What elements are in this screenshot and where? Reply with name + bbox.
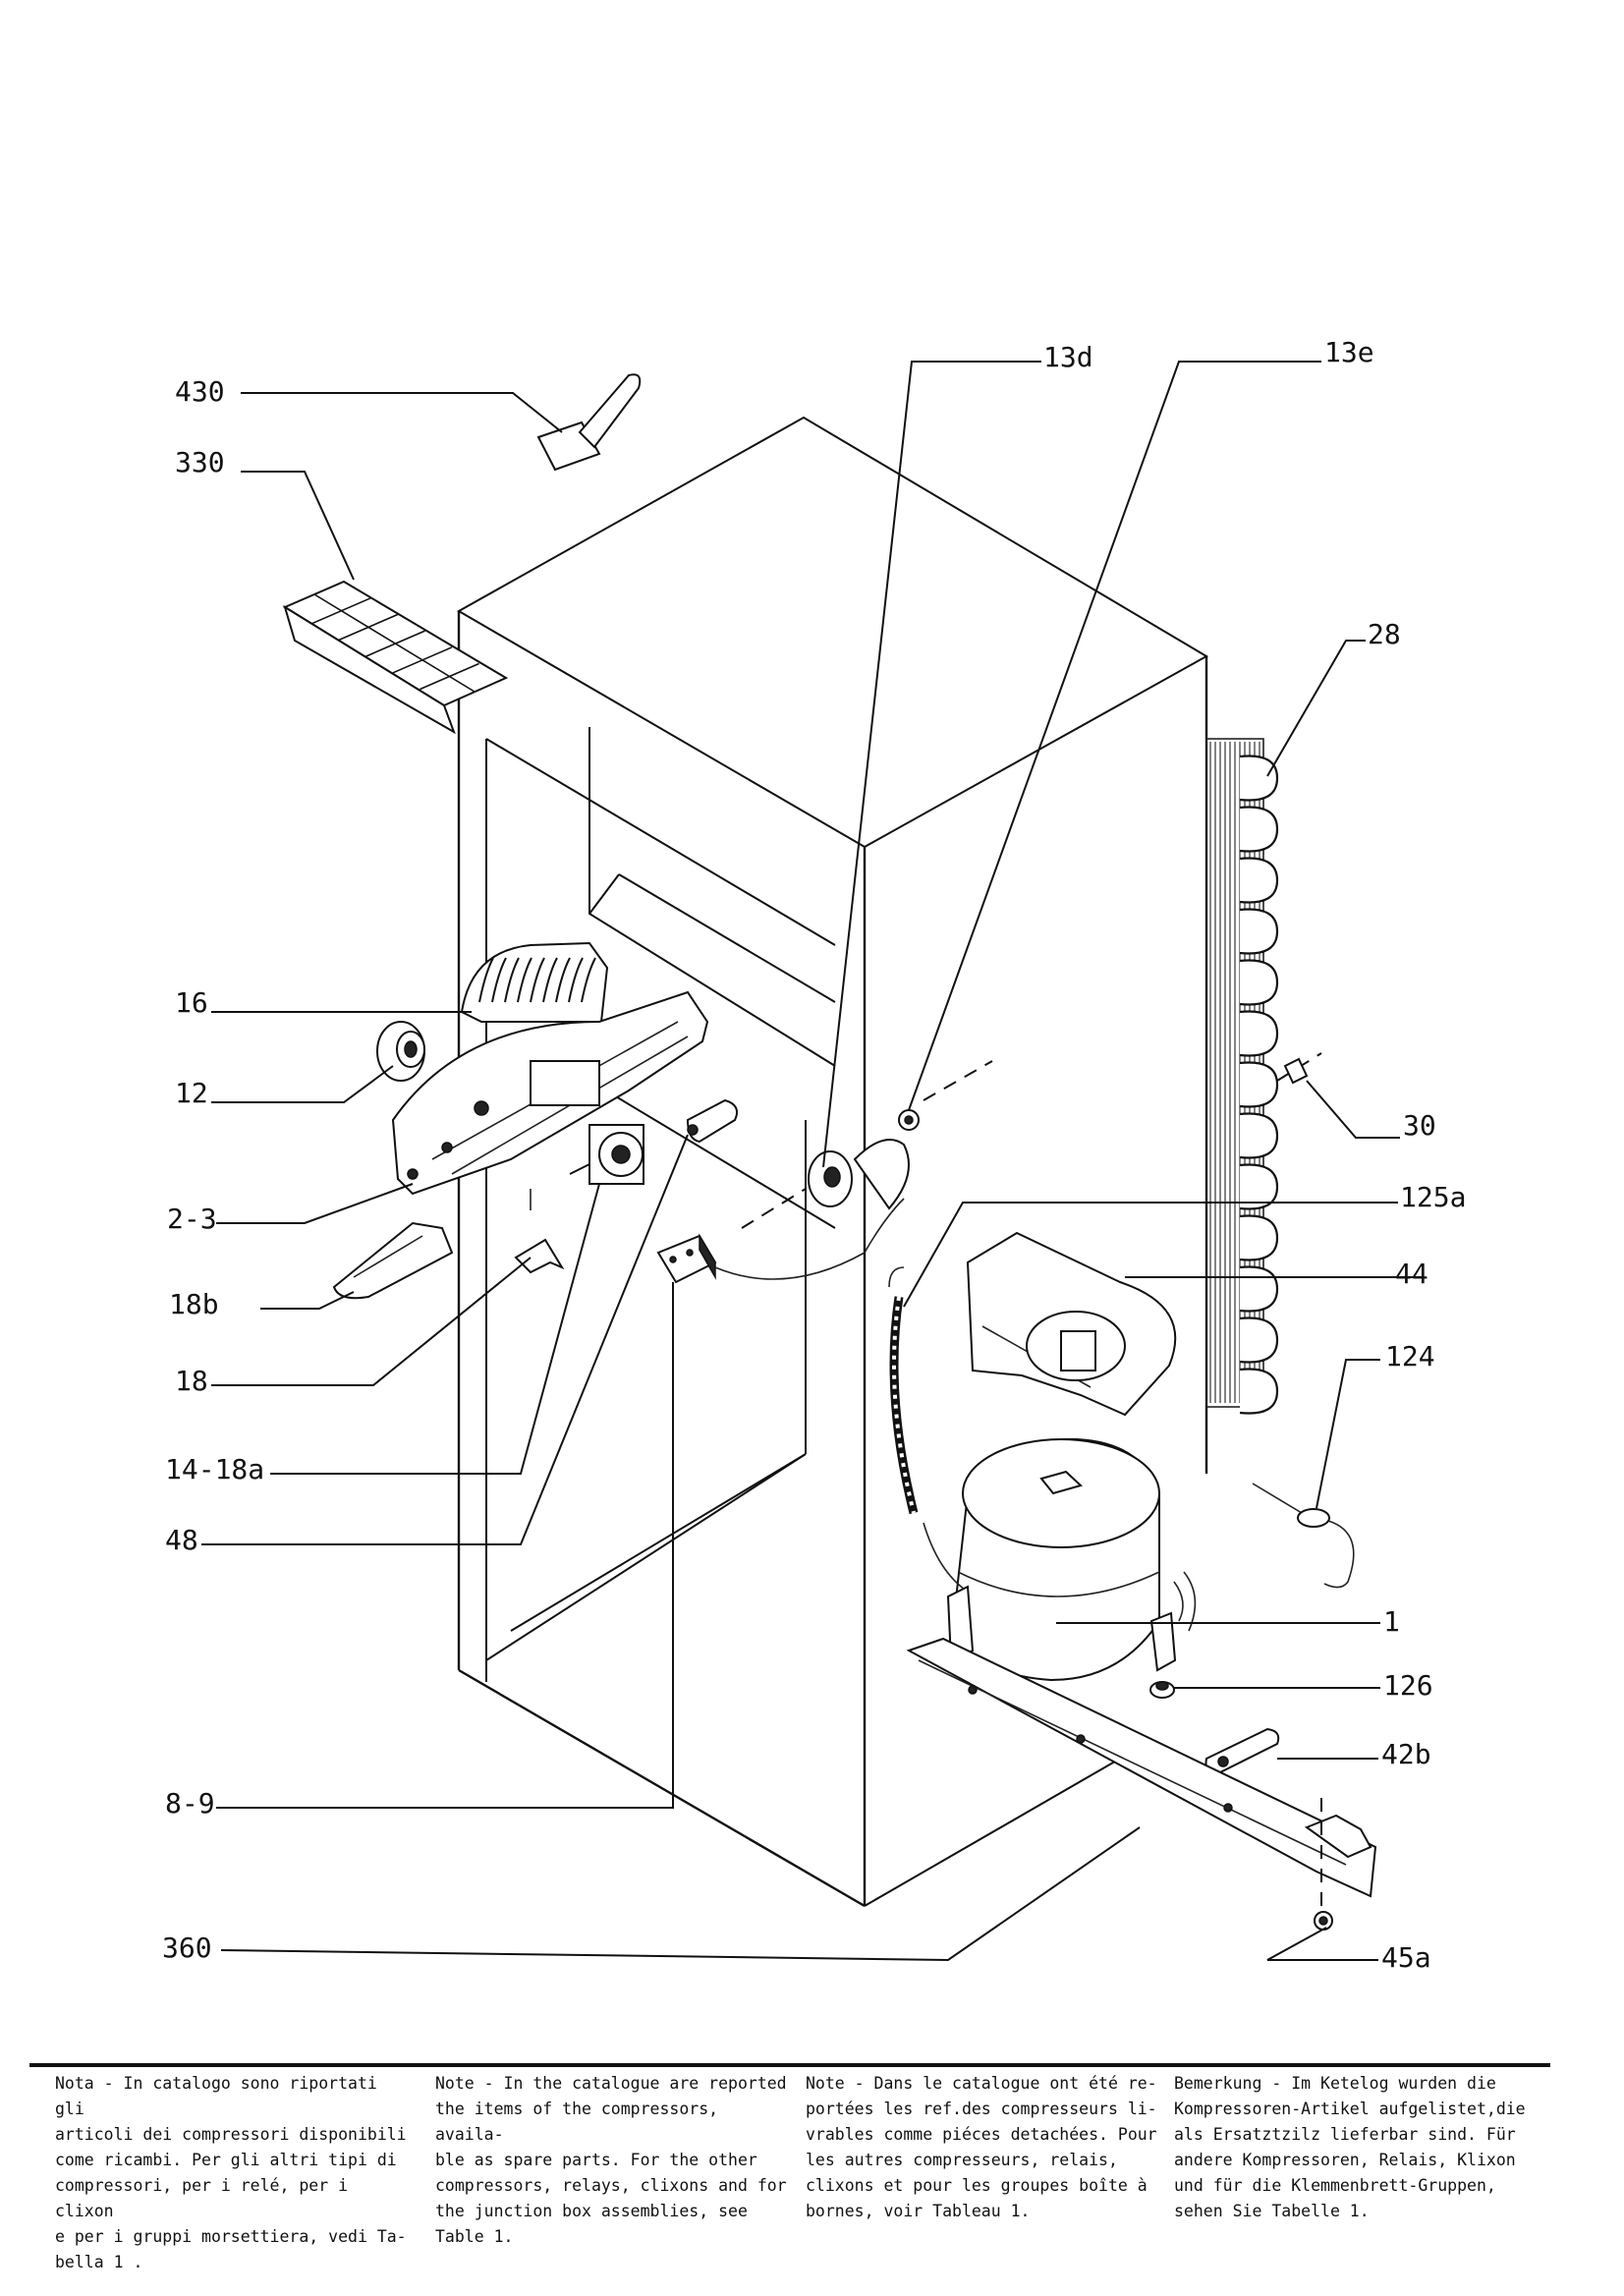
condenser-coil bbox=[1239, 1061, 1279, 1108]
condenser-coil bbox=[1239, 857, 1279, 904]
condenser-coil bbox=[1239, 1368, 1279, 1415]
lamp-rib bbox=[517, 957, 532, 1003]
ice-scraper bbox=[536, 373, 642, 472]
callout-125a: 125a bbox=[1400, 1181, 1466, 1213]
leader-lines bbox=[201, 361, 1425, 1962]
condenser-coil bbox=[1239, 806, 1279, 853]
callout-126: 126 bbox=[1383, 1669, 1433, 1702]
callout-16: 16 bbox=[175, 986, 208, 1019]
drain-hose bbox=[888, 1266, 919, 1515]
nut bbox=[1314, 1911, 1333, 1931]
condenser bbox=[1205, 738, 1279, 1415]
lamp-rib bbox=[542, 957, 558, 1003]
lamp-rib bbox=[568, 957, 584, 1003]
callout-360: 360 bbox=[162, 1932, 212, 1964]
lamp-holder bbox=[332, 1221, 454, 1300]
callout-44: 44 bbox=[1395, 1258, 1428, 1290]
note-french: Note - Dans le catalogue ont été re- por… bbox=[806, 2074, 1157, 2220]
rubber-grommet bbox=[1149, 1681, 1175, 1699]
lamp-rib bbox=[555, 957, 571, 1003]
capillary-sensor bbox=[1252, 1483, 1355, 1589]
callout-14-18a: 14-18a bbox=[165, 1453, 264, 1485]
note-italian: Nota - In catalogo sono riportati gli ar… bbox=[55, 2074, 407, 2271]
lamp-rib bbox=[530, 957, 545, 1003]
bracket bbox=[1204, 1727, 1280, 1775]
lamp-rib bbox=[478, 957, 494, 1003]
callout-48: 48 bbox=[165, 1524, 198, 1556]
callout-28: 28 bbox=[1368, 618, 1401, 650]
condenser-coil bbox=[1239, 1010, 1279, 1057]
base-rail bbox=[906, 1637, 1377, 1906]
note-english: Note - In the catalogue are reported the… bbox=[435, 2074, 787, 2246]
terminal-block bbox=[656, 1198, 905, 1284]
lamp-cover bbox=[460, 941, 609, 1023]
condenser-coil bbox=[1239, 755, 1279, 802]
callout-2-3: 2-3 bbox=[167, 1203, 217, 1235]
lamp-socket bbox=[514, 1189, 565, 1274]
lamp-bulb bbox=[686, 1098, 738, 1144]
compressor bbox=[923, 1437, 1197, 1682]
callout-45a: 45a bbox=[1381, 1941, 1431, 1974]
ice-tray bbox=[282, 580, 509, 735]
plug-13e bbox=[898, 1109, 920, 1131]
callout-430: 430 bbox=[175, 375, 225, 408]
grommet-13d bbox=[808, 1139, 910, 1210]
callout-330: 330 bbox=[175, 446, 225, 478]
callout-18b: 18b bbox=[169, 1288, 219, 1320]
condenser-coil bbox=[1239, 1265, 1279, 1313]
condenser-coil bbox=[1239, 1163, 1279, 1210]
callout-13e: 13e bbox=[1324, 336, 1374, 368]
callout-42b: 42b bbox=[1381, 1738, 1431, 1770]
thermostat bbox=[569, 1124, 644, 1185]
clip bbox=[1283, 1057, 1309, 1085]
thermostat-knob bbox=[376, 1021, 425, 1082]
condenser-coil bbox=[1239, 908, 1279, 955]
callout-124: 124 bbox=[1385, 1340, 1435, 1372]
condenser-coil bbox=[1239, 1214, 1279, 1261]
condenser-coil bbox=[1239, 959, 1279, 1006]
exploded-parts-diagram: 430 330 13d 13e 28 16 12 30 125a 2-3 44 … bbox=[162, 336, 1466, 1974]
callout-8-9: 8-9 bbox=[165, 1787, 215, 1820]
callout-12: 12 bbox=[175, 1077, 208, 1109]
condenser-coil bbox=[1239, 1316, 1279, 1364]
lamp-rib bbox=[491, 957, 507, 1003]
condenser-coil bbox=[1239, 1112, 1279, 1159]
drip-tray bbox=[966, 1231, 1177, 1417]
callout-30: 30 bbox=[1403, 1109, 1436, 1142]
callout-labels: 430 330 13d 13e 28 16 12 30 125a 2-3 44 … bbox=[162, 336, 1466, 1974]
notes-divider bbox=[29, 2063, 1550, 2067]
control-housing bbox=[391, 990, 709, 1196]
lamp-rib bbox=[581, 957, 596, 1003]
callout-13d: 13d bbox=[1043, 341, 1093, 373]
note-german: Bemerkung - Im Ketelog wurden die Kompre… bbox=[1174, 2074, 1526, 2220]
lamp-rib bbox=[504, 957, 520, 1003]
callout-1: 1 bbox=[1383, 1605, 1400, 1638]
tray-divider bbox=[313, 593, 476, 693]
callout-18: 18 bbox=[175, 1365, 208, 1397]
